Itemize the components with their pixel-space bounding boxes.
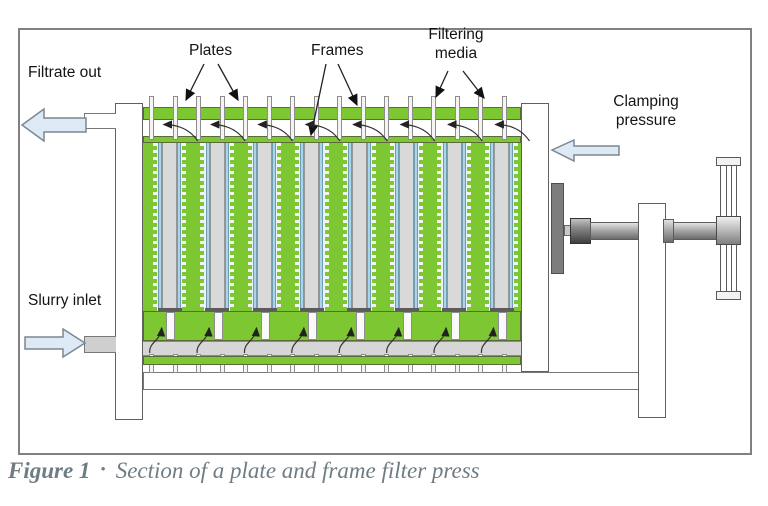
- frame-column: [324, 143, 347, 311]
- filtering-media-strip: [319, 143, 324, 311]
- filtering-media-strip: [177, 143, 182, 311]
- screw-collar: [663, 219, 674, 243]
- filtering-media-strip: [395, 143, 400, 311]
- plate-column: [351, 143, 367, 311]
- filtering-media-strip: [347, 143, 352, 311]
- plate-column: [399, 143, 415, 311]
- plate-column: [257, 143, 272, 311]
- hanger-pin-top: [149, 96, 154, 140]
- frame-bottom-band: [143, 311, 521, 341]
- filtering-media-strip: [224, 143, 229, 311]
- handwheel-cap-top: [716, 157, 741, 166]
- filtering-media-label: Filtering media: [416, 25, 496, 63]
- filtering-media-strip: [253, 143, 257, 311]
- plate-bottom-cap: [442, 308, 467, 311]
- plate-column: [446, 143, 462, 311]
- movable-head: [521, 103, 549, 372]
- plate-bottom-slot: [450, 312, 460, 340]
- plate-bottom-slot: [308, 312, 318, 340]
- filtering-media-strip: [509, 143, 513, 311]
- pressure-pad: [551, 183, 564, 274]
- end-stand: [638, 203, 666, 418]
- filtering-media-strip: [205, 143, 210, 311]
- hanger-pin-top: [360, 96, 366, 140]
- hanger-pin-top: [219, 96, 225, 140]
- filtering-media-line2: media: [434, 45, 478, 62]
- filtering-media-strip: [442, 143, 447, 311]
- filtering-media-strip: [414, 143, 419, 311]
- filtering-media-strip: [461, 143, 466, 311]
- side-rail: [143, 372, 640, 390]
- plate-bottom-slot: [498, 312, 507, 340]
- frame-column: [466, 143, 489, 311]
- plate-frame-pack: [143, 143, 521, 311]
- plate-bottom-slot: [403, 312, 413, 340]
- plate-bottom-slot: [261, 312, 270, 340]
- slurry-pipe: [84, 336, 116, 353]
- pack-top-bar: [143, 107, 521, 120]
- hanger-pin-top: [337, 96, 342, 140]
- hanger-pin-top: [431, 96, 436, 140]
- filtering-media-strip: [272, 143, 276, 311]
- hanger-pin-top: [407, 96, 413, 140]
- frame-column: [277, 143, 300, 311]
- hanger-pin-top: [313, 96, 319, 140]
- hanger-pin-top: [290, 96, 295, 140]
- filtering-media-line1: Filtering: [428, 26, 484, 43]
- frames-label: Frames: [311, 42, 364, 59]
- figure-caption-text: Section of a plate and frame filter pres…: [115, 458, 480, 483]
- frame-column: [182, 143, 205, 311]
- screw-shaft-right: [673, 222, 719, 240]
- frame-column: [419, 143, 442, 311]
- figure-caption: Figure 1 • Section of a plate and frame fi…: [8, 458, 480, 484]
- filtering-media-strip: [490, 143, 494, 311]
- plate-bottom-slot: [213, 312, 223, 340]
- caption-bullet: •: [100, 462, 106, 478]
- clamping-line2: pressure: [615, 112, 677, 129]
- plate-column: [162, 143, 178, 311]
- screw-coupling: [570, 218, 591, 244]
- plate-bottom-cap: [394, 308, 419, 311]
- slurry-inlet-label: Slurry inlet: [28, 292, 102, 309]
- plate-bottom-cap: [489, 308, 514, 311]
- plate-column: [494, 143, 509, 311]
- plate-bottom-slot: [355, 312, 365, 340]
- filtrate-pipe: [84, 113, 116, 129]
- plate-bottom-slot: [166, 312, 176, 340]
- hanger-pin-top: [501, 96, 507, 140]
- plate-bottom-cap: [157, 308, 182, 311]
- figure-caption-number: Figure 1: [8, 458, 91, 483]
- filtering-media-strip: [366, 143, 371, 311]
- fixed-head-stand: [115, 103, 143, 420]
- clamping-pressure-label: Clamping pressure: [604, 92, 688, 130]
- handwheel-cap-bottom: [716, 291, 741, 300]
- plates-label: Plates: [189, 42, 233, 59]
- frame-column: [143, 143, 157, 311]
- frame-column: [229, 143, 252, 311]
- plate-bottom-cap: [299, 308, 324, 311]
- filtering-media-strip: [300, 143, 305, 311]
- filtering-media-strip: [158, 143, 163, 311]
- hanger-pin-top: [266, 96, 272, 140]
- clamping-line1: Clamping: [613, 93, 679, 110]
- plate-column: [304, 143, 320, 311]
- hanger-pin-top: [478, 96, 483, 140]
- plate-bottom-cap: [205, 308, 230, 311]
- hanger-pin-top: [384, 96, 389, 140]
- plate-column: [209, 143, 225, 311]
- screw-shaft-left: [590, 222, 639, 240]
- plate-bottom-cap: [252, 308, 277, 311]
- slurry-channel: [143, 341, 521, 356]
- hanger-pin-top: [196, 96, 201, 140]
- hanger-pin-top: [243, 96, 248, 140]
- frame-column: [514, 143, 521, 311]
- hanger-pin-top: [172, 96, 178, 140]
- pack-bottom-strip: [143, 356, 521, 365]
- plate-bottom-cap: [347, 308, 372, 311]
- hanger-pin-top: [454, 96, 460, 140]
- filtrate-out-label: Filtrate out: [28, 64, 102, 81]
- frame-column: [372, 143, 394, 311]
- handwheel-hub: [716, 216, 741, 245]
